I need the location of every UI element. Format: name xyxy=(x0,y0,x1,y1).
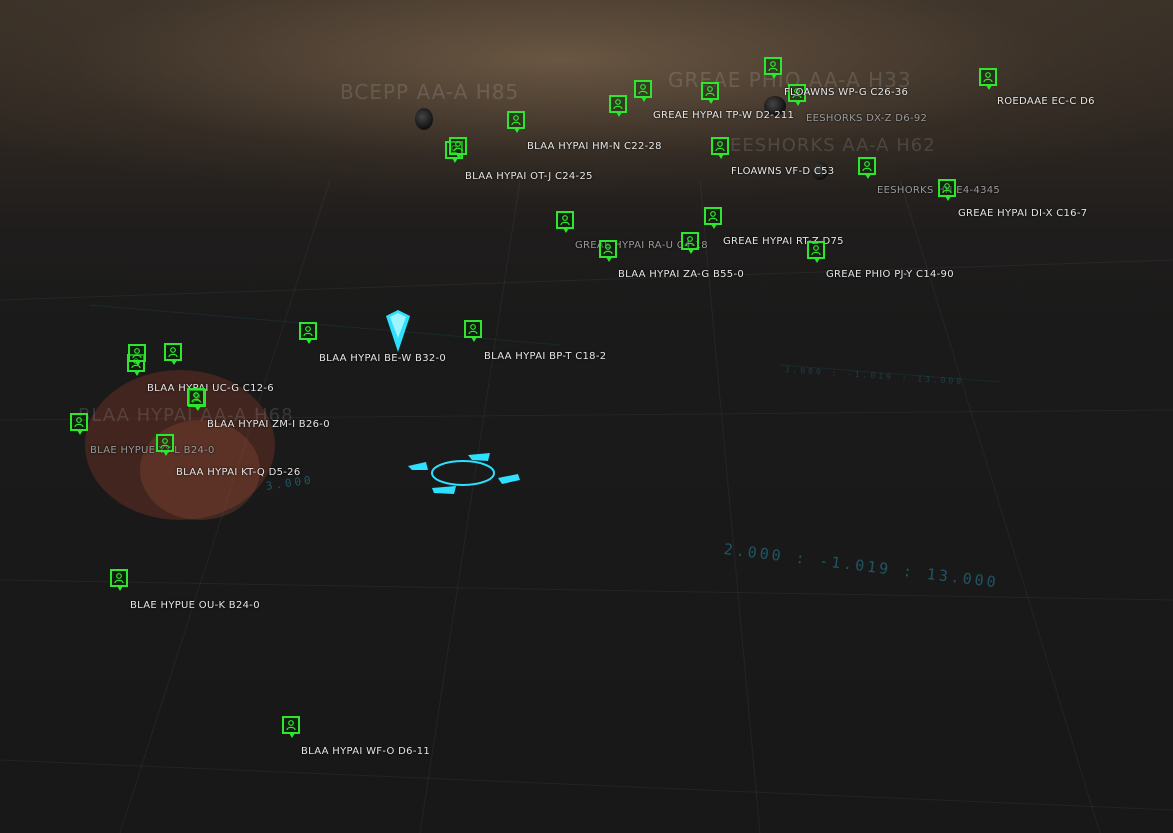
commander-icon[interactable] xyxy=(711,137,729,159)
commander-icon[interactable] xyxy=(156,434,174,456)
system-label[interactable]: BLAE HYPUE OU-K B24-0 xyxy=(130,600,260,611)
nebula-label: BLAA HYPAI AA-A H68 xyxy=(78,405,294,426)
system-label[interactable]: ROEDAAE EC-C D6 xyxy=(997,96,1095,107)
commander-icon[interactable] xyxy=(449,137,467,159)
nebula-label: BCEPP AA-A H85 xyxy=(340,80,520,104)
commander-icon[interactable] xyxy=(681,232,699,254)
system-label[interactable]: BLAA HYPAI BE-W B32-0 xyxy=(319,353,447,364)
system-label[interactable]: BLAA HYPAI ZA-G B55-0 xyxy=(618,269,745,280)
system-label[interactable]: GREAE HYPAI DI-X C16-7 xyxy=(958,208,1088,219)
system-label[interactable]: BLAA HYPAI WF-O D6-11 xyxy=(301,746,431,757)
planet xyxy=(415,108,433,130)
system-label[interactable]: EESHORKS DX-Z D6-92 xyxy=(806,113,928,124)
system-label[interactable]: BLAA HYPAI OT-J C24-25 xyxy=(465,171,593,182)
system-label[interactable]: BLAA HYPAI ZM-I B26-0 xyxy=(207,419,330,430)
commander-icon[interactable] xyxy=(599,240,617,262)
system-label[interactable]: BLAA HYPAI UC-G C12-6 xyxy=(147,383,274,394)
system-label[interactable]: BLAA HYPAI KT-Q D5-26 xyxy=(176,467,301,478)
system-label[interactable]: GREAE HYPAI RA-U C4-18 xyxy=(575,240,708,251)
commander-icon[interactable] xyxy=(788,84,806,106)
location-arrow-icon[interactable] xyxy=(384,308,412,354)
commander-icon[interactable] xyxy=(634,80,652,102)
planet xyxy=(812,162,828,180)
commander-icon[interactable] xyxy=(704,207,722,229)
commander-icon[interactable] xyxy=(858,157,876,179)
commander-icon[interactable] xyxy=(464,320,482,342)
commander-icon[interactable] xyxy=(979,68,997,90)
commander-icon[interactable] xyxy=(187,388,205,410)
commander-icon[interactable] xyxy=(128,344,146,366)
commander-icon[interactable] xyxy=(110,569,128,591)
commander-icon[interactable] xyxy=(70,413,88,435)
system-label[interactable]: FLOAWNS WP-G C26-36 xyxy=(784,87,909,98)
commander-icon[interactable] xyxy=(609,95,627,117)
system-label[interactable]: BLAA HYPAI BP-T C18-2 xyxy=(484,351,607,362)
commander-icon[interactable] xyxy=(164,343,182,365)
nebula-label: EESHORKS AA-A H62 xyxy=(730,135,936,156)
planet xyxy=(764,96,786,116)
commander-icon[interactable] xyxy=(764,57,782,79)
commander-icon[interactable] xyxy=(556,211,574,233)
system-label[interactable]: FLOAWNS VF-D C53 xyxy=(731,166,835,177)
target-reticle-icon[interactable] xyxy=(402,448,532,498)
commander-icon[interactable] xyxy=(282,716,300,738)
system-label[interactable]: GREAE PHIO PJ-Y C14-90 xyxy=(826,269,954,280)
commander-icon[interactable] xyxy=(299,322,317,344)
system-label[interactable]: BLAE HYPUE YY-L B24-0 xyxy=(90,445,215,456)
commander-icon[interactable] xyxy=(807,241,825,263)
commander-icon[interactable] xyxy=(938,179,956,201)
nebula-cloud xyxy=(85,370,275,520)
commander-icon[interactable] xyxy=(701,82,719,104)
system-label[interactable]: GREAE HYPAI TP-W D2-211 xyxy=(653,110,795,121)
system-label[interactable]: GREAE HYPAI RT-Z D75 xyxy=(723,236,844,247)
commander-icon[interactable] xyxy=(507,111,525,133)
system-label[interactable]: BLAA HYPAI HM-N C22-28 xyxy=(527,141,662,152)
